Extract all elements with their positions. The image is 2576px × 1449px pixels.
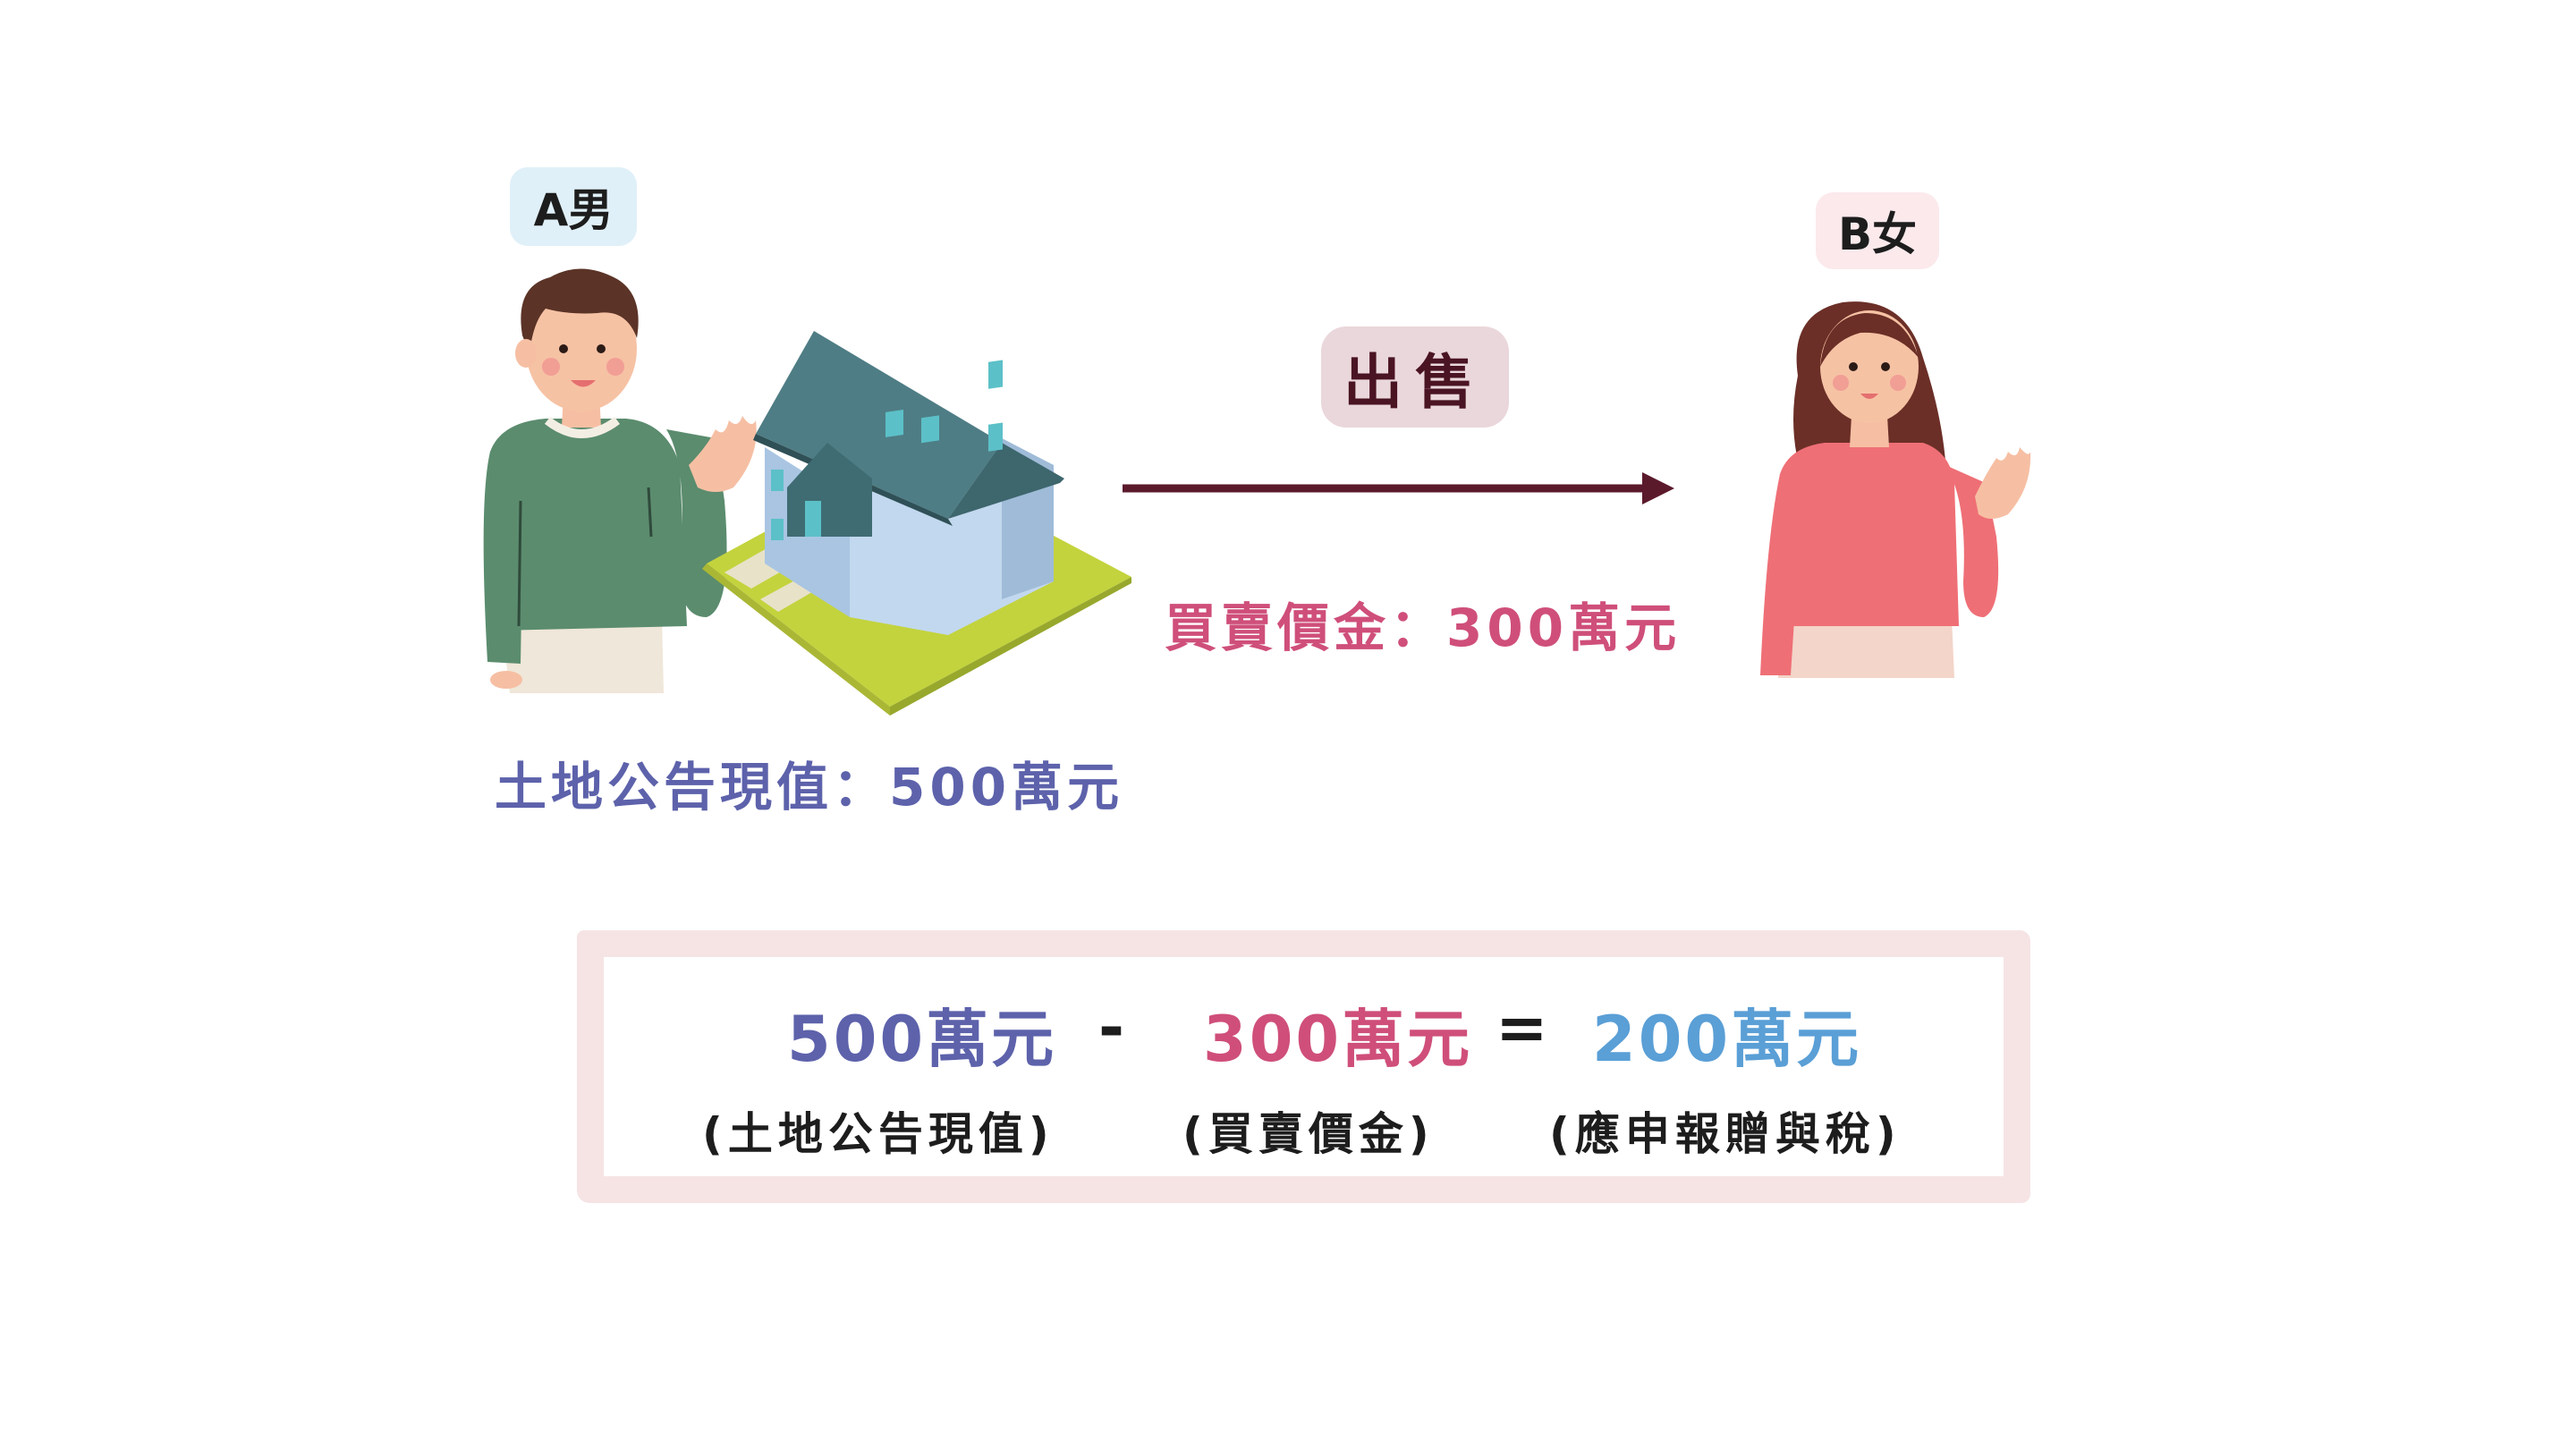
formula-sale-price-caption: (買賣價金)	[1182, 1108, 1435, 1160]
formula-minus-operator: -	[1098, 991, 1125, 1064]
land-value-label: 土地公告現值：500萬元	[495, 757, 1124, 818]
sell-action-label: 出售	[1343, 347, 1487, 417]
person-b-tag: B女	[1816, 192, 1939, 269]
formula-gift-tax-caption: (應申報贈與稅)	[1549, 1108, 1902, 1160]
formula-gift-tax-amount: 200萬元	[1592, 1003, 1862, 1076]
formula-frame	[577, 930, 2030, 1203]
formula-land-value: 500萬元	[787, 1003, 1057, 1076]
house-illustration	[702, 331, 1131, 716]
sale-price-label: 買賣價金：300萬元	[1165, 597, 1682, 658]
sell-action-tag: 出售	[1321, 326, 1509, 428]
arrow-right-icon	[1123, 472, 1674, 504]
person-a-tag: A男	[510, 167, 637, 246]
man-illustration	[483, 268, 757, 693]
formula-land-value-caption: (土地公告現值)	[702, 1108, 1055, 1160]
woman-illustration	[1760, 301, 2031, 678]
person-a-label: A男	[533, 184, 614, 236]
formula-equals-operator: =	[1496, 991, 1548, 1064]
formula-sale-price: 300萬元	[1203, 1003, 1473, 1076]
person-b-label: B女	[1837, 208, 1918, 260]
